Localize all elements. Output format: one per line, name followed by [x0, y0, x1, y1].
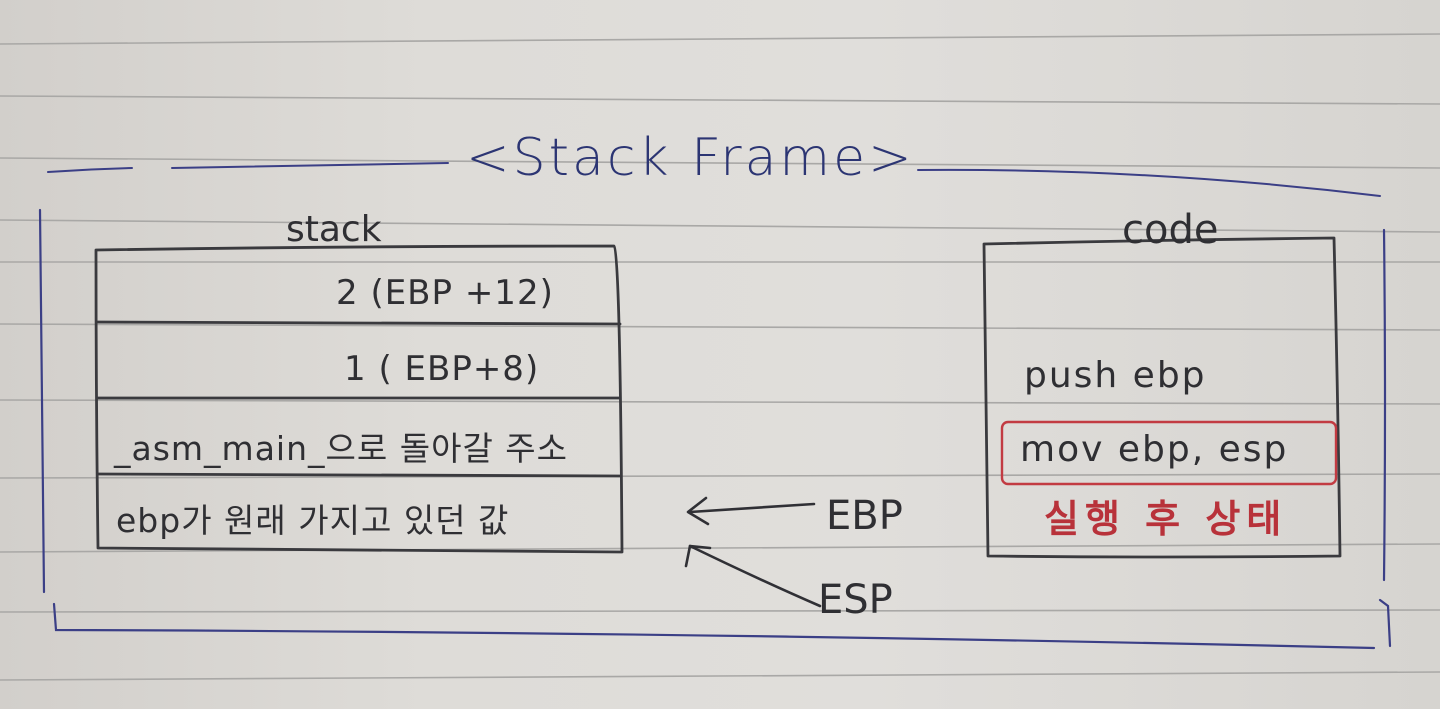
title-dash-left-short: [47, 167, 133, 173]
stack-cell-arg2: 2 (EBP +12): [336, 273, 554, 313]
esp-pointer-label: ESP: [818, 577, 893, 623]
outer-frame-right: [1382, 228, 1387, 582]
stack-divider: [96, 320, 622, 326]
outer-frame: [38, 208, 1392, 650]
title-dash-left-long: [171, 162, 449, 169]
stack-divider: [96, 472, 622, 478]
outer-frame-corner: [1378, 598, 1392, 648]
ruled-line: [0, 157, 1440, 169]
ruled-line: [0, 399, 1440, 405]
esp-arrow-shaft: [688, 544, 822, 608]
ruled-line: [0, 543, 1440, 553]
esp-arrow-head: [684, 544, 712, 568]
code-line-push: push ebp: [1024, 355, 1207, 396]
title-rule: [47, 162, 1381, 197]
stack-box: [94, 244, 624, 554]
code-box: [982, 236, 1342, 559]
stack-cell-saved-ebp: ebp가 원래 가지고 있던 값: [116, 501, 510, 540]
code-label: code: [1122, 207, 1219, 253]
ruled-line: [0, 33, 1440, 45]
ebp-pointer-label: EBP: [826, 493, 903, 539]
highlight-box: [1000, 420, 1338, 486]
ruled-line: [0, 609, 1440, 613]
diagram-title: <Stack Frame>: [466, 128, 915, 188]
ruled-line: [0, 219, 1440, 233]
stack-cell-return-address: _asm_main_으로 돌아갈 주소: [114, 429, 569, 468]
stack-box-outline: [94, 244, 624, 554]
state-note: 실행 후 상태: [1044, 497, 1288, 541]
outer-frame-left: [38, 208, 46, 594]
outer-frame-bottom: [52, 602, 1376, 650]
ruled-line: [0, 671, 1440, 681]
ruled-line: [0, 323, 1440, 331]
ruled-lines: [0, 33, 1440, 681]
ruled-line: [0, 95, 1440, 105]
code-line-mov: mov ebp, esp: [1020, 429, 1289, 470]
ruled-line: [0, 473, 1440, 479]
code-box-outline: [982, 236, 1342, 559]
title-dash-right: [917, 168, 1381, 197]
ebp-arrow-head: [686, 496, 710, 526]
pointer-arrows: [684, 496, 822, 608]
stack-cell-arg1: 1 ( EBP+8): [344, 349, 540, 389]
stack-label: stack: [286, 209, 382, 250]
ebp-arrow-shaft: [688, 502, 816, 514]
